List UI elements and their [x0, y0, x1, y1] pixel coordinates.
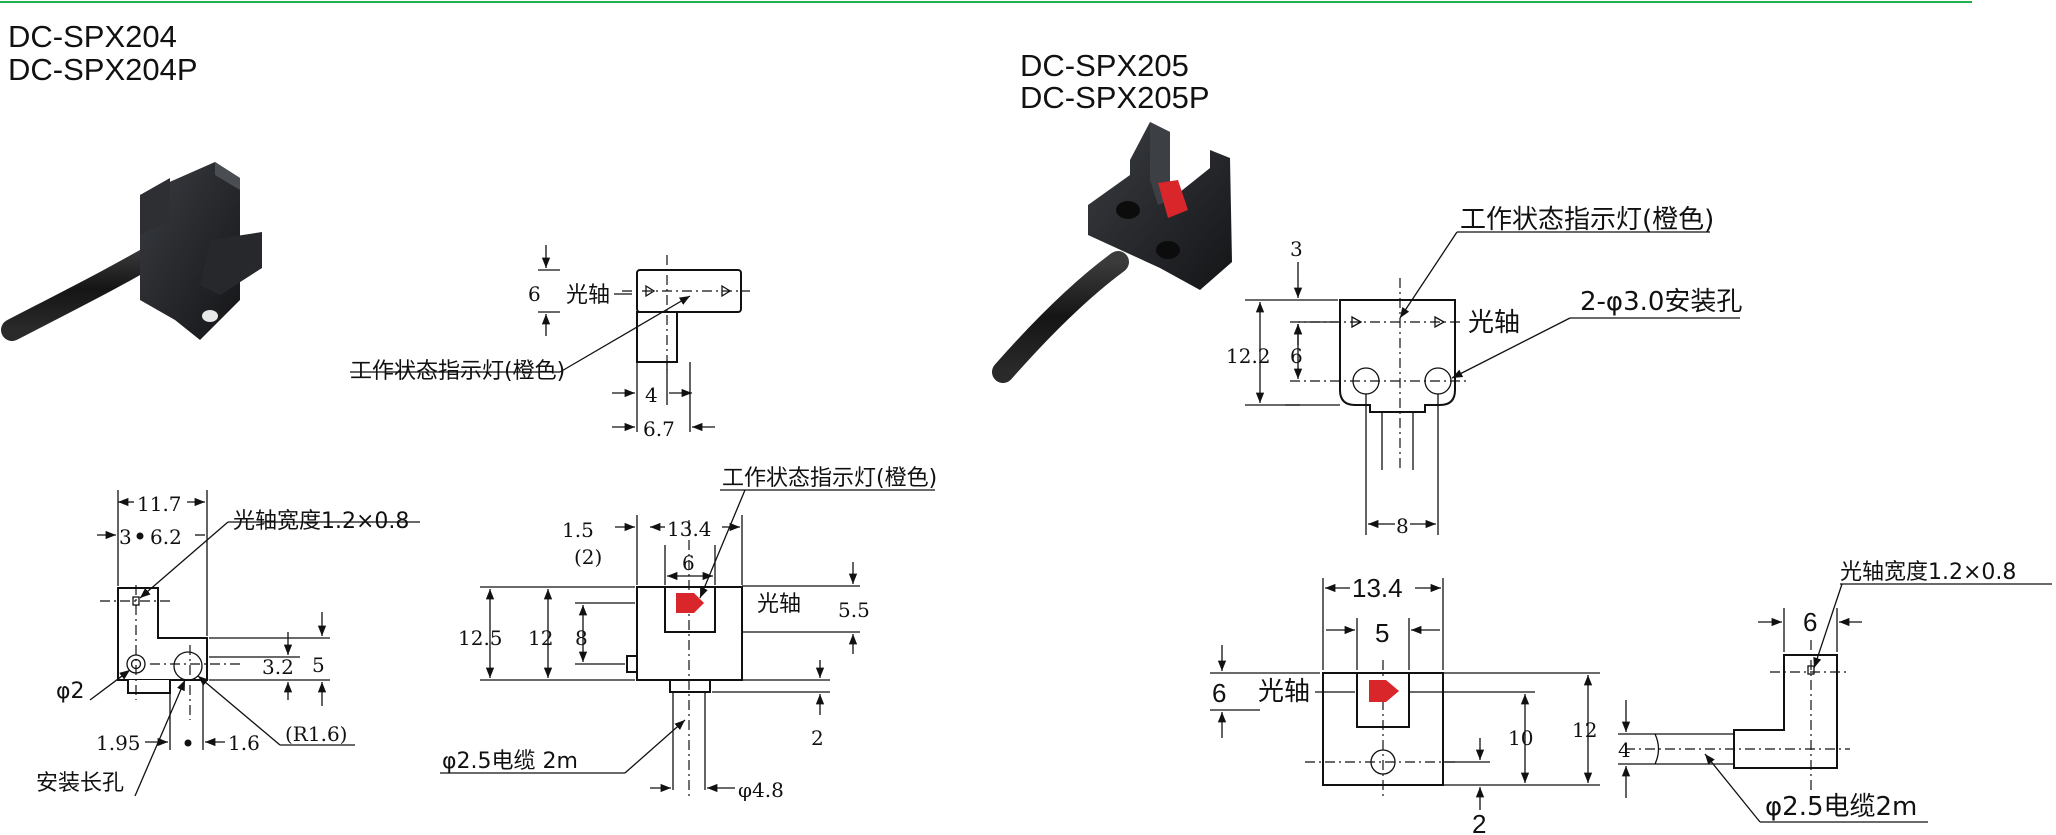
drawing-204-side: 11.7 3 6.2 光轴宽度1.2×0.8 5 3.2 φ2 1.95 1.6 — [36, 490, 420, 797]
dim-204-front-2p: (2) — [574, 545, 602, 569]
indicator-led-204 — [676, 593, 704, 613]
product-photo-spx204 — [1, 162, 262, 341]
label-205-side-cable: φ2.5电缆2m — [1765, 792, 1917, 822]
dim-204-side-117: 11.7 — [137, 492, 182, 516]
dim-205-front-12: 12 — [1572, 718, 1597, 742]
dim-204-side-32: 3.2 — [262, 655, 294, 679]
dim-204-side-r16: (R1.6) — [285, 722, 347, 746]
dim-205-top-3: 3 — [1290, 237, 1303, 261]
dim-204-side-5: 5 — [312, 653, 325, 677]
dim-204-top-4: 4 — [645, 383, 658, 407]
drawing-205-top: 3 12.2 6 光轴 工作状态指示灯(橙色) 2-φ3.0安装孔 8 — [1226, 205, 1742, 538]
dim-204-front-8: 8 — [575, 626, 588, 650]
dim-204-top-67: 6.7 — [643, 417, 675, 441]
dim-204-front-134: 13.4 — [667, 517, 712, 541]
product-photo-spx205 — [992, 122, 1232, 383]
label-204-top-axis: 光轴 — [566, 283, 610, 308]
model-name-204: DC-SPX204 — [8, 19, 177, 54]
label-204-top-indicator: 工作状态指示灯(橙色) — [350, 359, 565, 384]
label-204-front-axis: 光轴 — [757, 592, 801, 617]
dim-204-front-125: 12.5 — [458, 626, 503, 650]
label-204-front-indicator: 工作状态指示灯(橙色) — [722, 466, 937, 491]
dim-204-side-16: 1.6 — [228, 731, 260, 755]
dim-205-front-6: 6 — [1212, 678, 1226, 708]
model-name-205p: DC-SPX205P — [1020, 80, 1210, 115]
dim-204-front-phi48: φ4.8 — [738, 778, 784, 802]
indicator-led-205 — [1369, 680, 1399, 702]
label-205-mount-holes: 2-φ3.0安装孔 — [1580, 287, 1742, 317]
drawing-204-top: 6 光轴 工作状态指示灯(橙色) 4 6.7 — [350, 245, 750, 441]
drawing-205-side: 6 光轴宽度1.2×0.8 4 φ2.5电缆2m — [1618, 560, 2052, 823]
label-204-front-cable: φ2.5电缆 2m — [442, 749, 578, 774]
label-205-top-indicator: 工作状态指示灯(橙色) — [1460, 205, 1714, 235]
label-204-phi2: φ2 — [56, 679, 85, 704]
label-204-axis-width: 光轴宽度1.2×0.8 — [233, 509, 409, 534]
model-name-205: DC-SPX205 — [1020, 48, 1189, 83]
dim-205-top-6: 6 — [1290, 344, 1303, 368]
dim-205-front-2: 2 — [1472, 809, 1486, 835]
label-205-axis-width: 光轴宽度1.2×0.8 — [1840, 560, 2016, 585]
dim-204-side-195: 1.95 — [96, 731, 141, 755]
dim-205-front-5: 5 — [1375, 618, 1389, 648]
drawing-204-front: 1.5 13.4 (2) 6 工作状态指示灯(橙色) 光轴 5.5 12.5 1… — [440, 466, 937, 802]
dim-204-top-6: 6 — [528, 282, 541, 306]
dim-205-front-10: 10 — [1508, 726, 1533, 750]
dim-205-top-122: 12.2 — [1226, 344, 1271, 368]
label-205-front-axis: 光轴 — [1258, 677, 1310, 707]
drawing-205-front: 13.4 5 6 光轴 10 12 2 — [1210, 573, 1600, 835]
label-204-mount-hole: 安装长孔 — [36, 771, 124, 796]
dim-205-top-8: 8 — [1396, 514, 1409, 538]
dim-205-side-4: 4 — [1618, 738, 1631, 762]
dim-205-side-6: 6 — [1803, 607, 1817, 637]
dim-204-side-62: 6.2 — [150, 525, 182, 549]
dim-204-front-55: 5.5 — [838, 598, 870, 622]
dim-204-front-15: 1.5 — [562, 518, 594, 542]
dim-204-front-2: 2 — [811, 726, 824, 750]
dim-204-front-12: 12 — [528, 626, 553, 650]
dim-204-side-3: 3 — [119, 525, 132, 549]
model-name-204p: DC-SPX204P — [8, 52, 198, 87]
label-205-top-axis: 光轴 — [1468, 308, 1520, 338]
dim-204-front-6: 6 — [682, 551, 695, 575]
dim-205-front-134: 13.4 — [1352, 573, 1403, 603]
